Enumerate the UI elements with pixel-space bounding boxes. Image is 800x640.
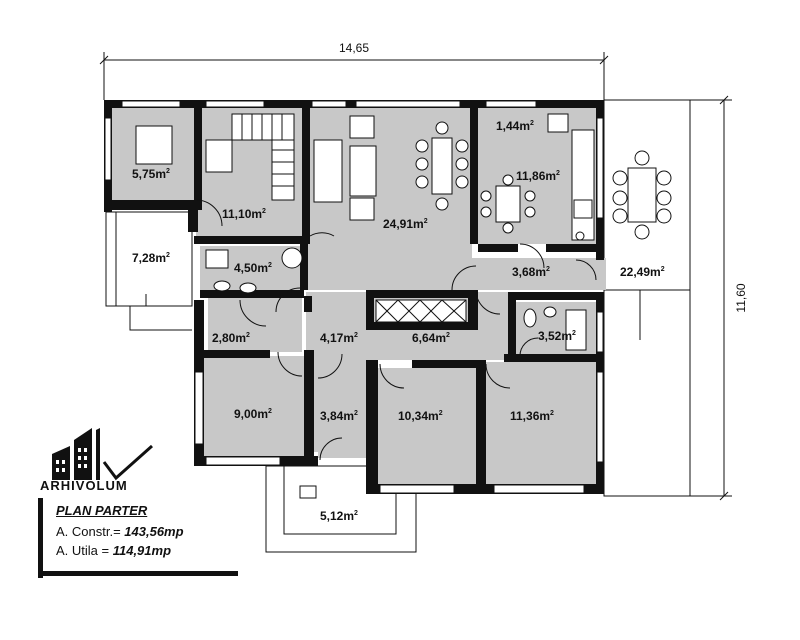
windows bbox=[104, 100, 604, 494]
room-area-label: 7,28m2 bbox=[132, 251, 170, 265]
room-area-label: 3,68m2 bbox=[512, 265, 550, 279]
construction-area-value: 143,56mp bbox=[124, 524, 184, 539]
room-area-label: 11,10m2 bbox=[222, 207, 266, 221]
usable-area-value: 114,91mp bbox=[112, 543, 172, 558]
room-labels: 5,75m2 11,10m2 24,91m2 1,44m2 11,86m2 7,… bbox=[132, 119, 665, 523]
room-area-label: 9,00m2 bbox=[234, 407, 272, 421]
room-area-label: 10,34m2 bbox=[398, 409, 443, 423]
furniture bbox=[135, 113, 672, 499]
staircase bbox=[205, 113, 295, 201]
room-area-label: 24,91m2 bbox=[383, 217, 428, 231]
room-area-label: 1,44m2 bbox=[496, 119, 534, 133]
usable-area-line: A. Utila = 114,91mp bbox=[56, 543, 171, 558]
top-dimension bbox=[99, 52, 609, 100]
room-area-label: 3,84m2 bbox=[320, 409, 358, 423]
plan-title: PLAN PARTER bbox=[56, 503, 148, 518]
room-area-label: 11,36m2 bbox=[510, 409, 554, 423]
usable-area-label: A. Utila = bbox=[56, 543, 113, 558]
entrance-steps bbox=[265, 465, 417, 553]
legend-box: PLAN PARTER A. Constr.= 143,56mp A. Util… bbox=[38, 498, 238, 578]
logo-wordmark: ARHIVOLUM bbox=[40, 478, 128, 493]
arhivolum-logo: ARHIVOLUM bbox=[40, 428, 153, 493]
porch-left bbox=[105, 211, 193, 331]
construction-area-line: A. Constr.= 143,56mp bbox=[56, 524, 184, 539]
room-area-label: 11,86m2 bbox=[516, 169, 560, 183]
width-dimension-label: 14,65 bbox=[339, 41, 369, 55]
room-area-label: 5,75m2 bbox=[132, 167, 170, 181]
legend-bar bbox=[38, 498, 43, 578]
height-dimension-label: 11,60 bbox=[734, 283, 748, 312]
room-area-label: 4,50m2 bbox=[234, 261, 272, 275]
doors bbox=[195, 199, 597, 461]
room-area-label: 4,17m2 bbox=[320, 331, 358, 345]
room-area-label: 6,64m2 bbox=[412, 331, 450, 345]
right-dimension bbox=[690, 95, 732, 501]
room-area-label: 3,52m2 bbox=[538, 329, 576, 343]
room-area-label: 5,12m2 bbox=[320, 509, 358, 523]
room-area-label: 2,80m2 bbox=[212, 331, 250, 345]
room-area-label: 22,49m2 bbox=[620, 265, 665, 279]
legend-underline bbox=[38, 571, 238, 576]
construction-area-label: A. Constr.= bbox=[56, 524, 125, 539]
